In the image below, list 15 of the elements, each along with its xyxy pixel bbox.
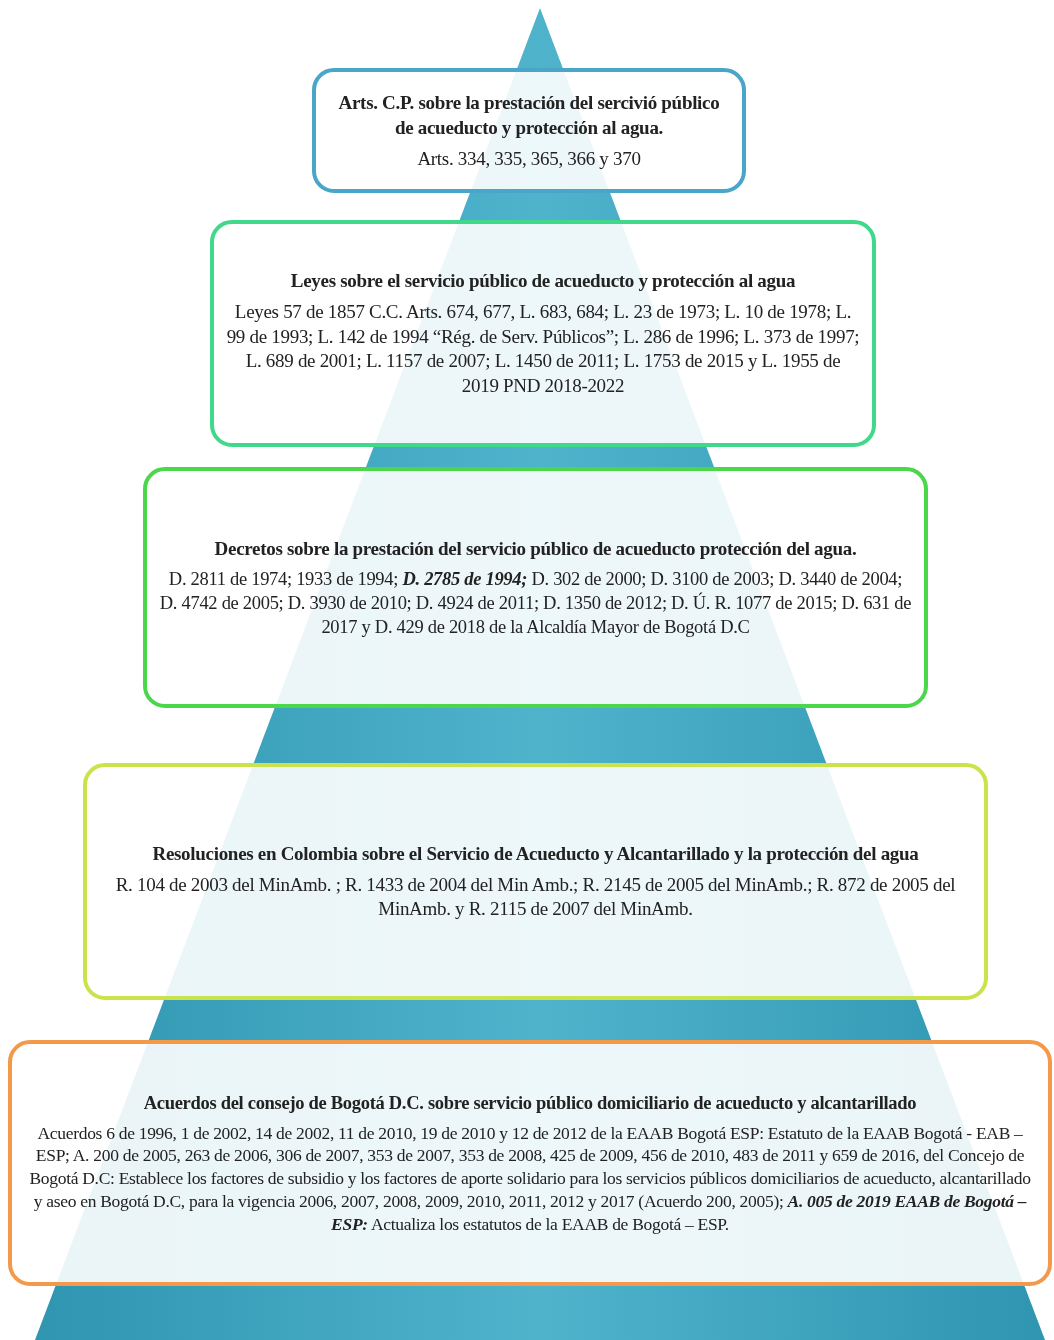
rounded-box — [143, 467, 928, 708]
box-heading: Leyes sobre el servicio público de acueducto y protección al agua — [290, 269, 796, 294]
box-text: Acuerdos 6 de 1996, 1 de 2002, 14 de 2002, 11 de 2010, 19 de 2010 y 12 de 2012 de la EAAB Bogotá ESP: Estatuto de la EAAB Bogotá - EAB – ESP; A. 200 de 2005, 263 de 2006, 306 de 2007, 353 de 2007, 353 de 2008, 425 de 2009, 456 de 2010, 483 de 2011 y 659 de 2016, del Concejo de Bogotá D.C: Establece los factores de subsidio y los factores de aporte solidario para los servicios públicos domiciliarios de acueducto, alcantarillado y aseo en Bogotá D.C, para la vigencia 2006, 2007, 2008, 2009, 2010, 2011, 2012 y 2017 (Acuerdo 200, 2005); A. 005 de 2019 EAAB de Bogotá –ESP: Actualiza los estatutos de la EAAB de Bogotá – ESP. — [28, 1121, 1032, 1236]
box-heading: Decretos sobre la prestación del servicio público de acueducto protección del agua. — [214, 536, 857, 561]
box-heading: Resoluciones en Colombia sobre el Servicio de Acueducto y Alcantarillado y la protección del agua — [152, 842, 919, 866]
box-heading: Arts. C.P. sobre la prestación del sercivió público de acueducto y protección al agua. — [337, 90, 721, 141]
box-text: R. 104 de 2003 del MinAmb. ; R. 1433 de 2004 del Min Amb.; R. 2145 de 2005 del MinAmb.; R. 872 de 2005 del MinAmb. y R. 2115 de 2007 del MinAmb. — [114, 872, 957, 922]
rounded-box — [312, 68, 746, 193]
rounded-box — [210, 220, 876, 447]
box-text: Arts. 334, 335, 365, 366 y 370 — [417, 146, 641, 171]
rounded-box — [8, 1040, 1052, 1286]
box-text: Leyes 57 de 1857 C.C. Arts. 674, 677, L. 683, 684; L. 23 de 1973; L. 10 de 1978; L. 99 de 1993; L. 142 de 1994 “Rég. de Serv. Públicos”; L. 286 de 1996; L. 373 de 1997; L. 689 de 2001; L. 1157 de 2007; L. 1450 de 2011; L. 1753 de 2015 y L. 1955 de 2019 PND 2018-2022 — [226, 299, 860, 398]
rounded-box — [83, 763, 988, 1000]
box-heading: Acuerdos del consejo de Bogotá D.C. sobre servicio público domiciliario de acueducto y alcantarillado — [143, 1091, 917, 1115]
box-text: D. 2811 de 1974; 1933 de 1994; D. 2785 de 1994; D. 302 de 2000; D. 3100 de 2003; D. 3440 de 2004; D. 4742 de 2005; D. 3930 de 2010; D. 4924 de 2011; D. 1350 de 2012; D. Ú. R. 1077 de 2015; D. 631 de 2017 y D. 429 de 2018 de la Alcaldía Mayor de Bogotá D.C — [159, 568, 912, 640]
